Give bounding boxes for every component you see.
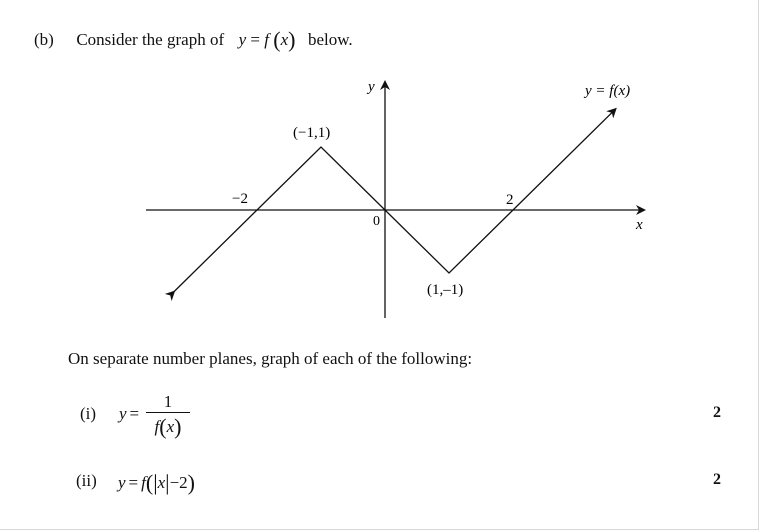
part-ii-marks: 2 <box>713 471 721 488</box>
part-ii-y: y <box>118 473 126 492</box>
fx-y: y <box>238 30 247 49</box>
part-i-den-close: ) <box>174 414 182 439</box>
part-i-den-open: ( <box>159 414 167 439</box>
part-i-eq: = <box>129 404 140 423</box>
part-i-den-f: f <box>154 417 160 436</box>
curve-f <box>164 107 617 302</box>
part-ii-open: ( <box>145 470 154 495</box>
part-ii-minus-two: −2 <box>169 473 188 492</box>
part-i-denominator: f(x) <box>146 413 190 439</box>
intro-after: below. <box>307 30 353 49</box>
x-axis-label: x <box>635 217 643 233</box>
fx-f: f <box>264 30 269 49</box>
part-ii-abs-close: | <box>165 470 170 495</box>
fx-eq: = <box>250 30 260 49</box>
origin-label: 0 <box>373 214 380 229</box>
part-i-fraction: 1 f(x) <box>146 393 190 439</box>
point-label-peak: (−1,1) <box>293 125 330 141</box>
intercept-label-two: 2 <box>506 192 514 208</box>
fx-open: ( <box>273 27 281 52</box>
part-ii-label: (ii) <box>76 471 97 490</box>
part-ii-close: ) <box>187 470 195 495</box>
part-ii-expression: y=f(|x|−2) <box>118 468 195 495</box>
intercept-label-minus-two: −2 <box>232 191 248 207</box>
part-label: (b) <box>34 30 54 49</box>
part-i-label: (i) <box>80 404 97 423</box>
part-ii-eq: = <box>128 473 139 492</box>
part-i-fraction-bar <box>146 412 190 413</box>
y-axis-label: y <box>366 79 375 95</box>
fx-x: x <box>280 30 289 49</box>
instruction-text: On separate number planes, graph of each… <box>68 349 473 368</box>
curve-label: y = f(x) <box>583 83 630 99</box>
part-i-numerator: 1 <box>163 392 173 411</box>
question-header: (b) Consider the graph of y = f (x) belo… <box>34 25 353 52</box>
part-i-lhs: y= <box>119 404 139 424</box>
part-ii-x: x <box>157 473 166 492</box>
part-ii-f: f <box>141 473 146 492</box>
intro-text: Consider the graph of <box>76 30 225 49</box>
part-i-marks: 2 <box>713 404 721 421</box>
fx-close: ) <box>288 27 296 52</box>
part-i-y: y <box>119 404 127 423</box>
point-label-trough: (1,–1) <box>427 282 463 298</box>
part-i-den-x: x <box>166 417 175 436</box>
part-ii-abs-open: | <box>153 470 158 495</box>
